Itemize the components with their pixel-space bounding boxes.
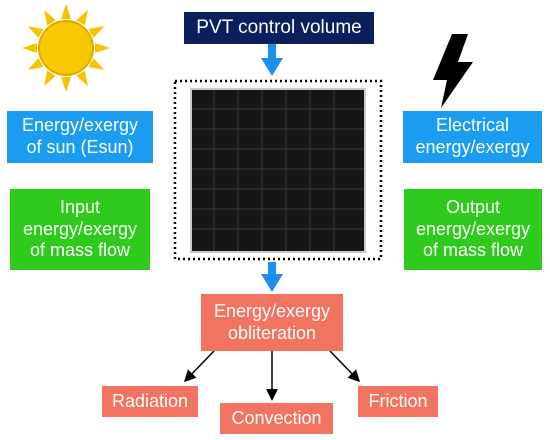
arrow-to-radiation bbox=[183, 350, 215, 383]
title-box: PVT control volume bbox=[184, 12, 374, 44]
solar-panel-icon bbox=[190, 88, 366, 253]
arrow-panel-to-obliteration bbox=[261, 262, 283, 292]
arrow-title-to-panel bbox=[261, 44, 283, 76]
output-mass-flow-label: Output energy/exergy of mass flow bbox=[415, 197, 531, 261]
arrow-to-friction bbox=[329, 350, 361, 383]
obliteration-label: Energy/exergy obliteration bbox=[213, 300, 331, 343]
loss-convection-label: Convection bbox=[231, 407, 322, 428]
input-mass-flow-box: Input energy/exergy of mass flow bbox=[10, 189, 150, 270]
electrical-energy-box: Electrical energy/exergy bbox=[403, 111, 542, 163]
title-text: PVT control volume bbox=[196, 16, 362, 38]
sun-energy-box: Energy/exergy of sun (Esun) bbox=[7, 111, 153, 163]
loss-convection-box: Convection bbox=[220, 403, 333, 434]
sun-icon bbox=[22, 4, 110, 92]
lightning-icon bbox=[433, 34, 473, 108]
obliteration-box: Energy/exergy obliteration bbox=[201, 294, 343, 351]
loss-radiation-box: Radiation bbox=[102, 386, 198, 417]
control-volume-boundary bbox=[173, 79, 383, 261]
loss-friction-label: Friction bbox=[368, 390, 428, 411]
output-mass-flow-box: Output energy/exergy of mass flow bbox=[404, 189, 542, 270]
loss-friction-box: Friction bbox=[358, 386, 438, 417]
loss-radiation-label: Radiation bbox=[111, 390, 189, 411]
input-mass-flow-label: Input energy/exergy of mass flow bbox=[22, 197, 138, 261]
electrical-energy-label: Electrical energy/exergy bbox=[415, 115, 530, 157]
sun-energy-label: Energy/exergy of sun (Esun) bbox=[21, 115, 139, 157]
